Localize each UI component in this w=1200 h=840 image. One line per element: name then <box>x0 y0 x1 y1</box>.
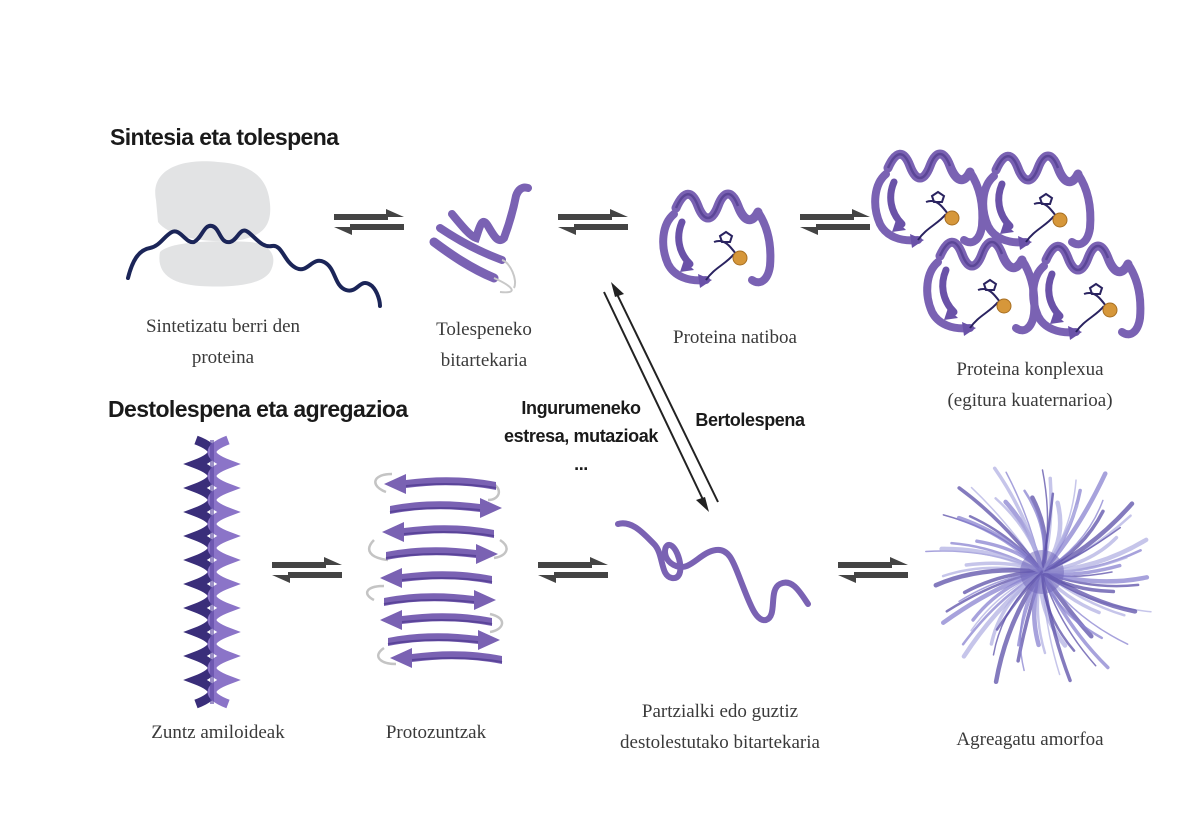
amyloid-fibres-label: Zuntz amiloideak <box>151 722 285 743</box>
unfolded-intermediate-shape <box>615 520 811 624</box>
refolding-label: Bertolespena <box>695 410 805 430</box>
unfolded-intermediate-label: Partzialki edo guztiz destolestutako bit… <box>620 701 820 753</box>
equilibrium-arrow <box>800 209 870 235</box>
folding-intermediate-shape <box>429 183 532 294</box>
unfolding-heading: Destolespena eta agregazioa <box>108 396 408 422</box>
stress-label: Ingurumeneko estresa, mutazioak ... <box>504 398 658 474</box>
folding-intermediate-label: Tolespeneko bitartekaria <box>436 319 532 371</box>
newly-synthesized-label: Sintetizatu berri den proteina <box>145 316 301 368</box>
protofibrils-shape <box>365 472 508 669</box>
ribosome-with-nascent-chain <box>126 161 382 308</box>
protein-complex-shape <box>875 154 1140 340</box>
equilibrium-arrow <box>334 209 404 235</box>
equilibrium-arrow <box>838 557 908 583</box>
native-protein-shape <box>663 194 770 288</box>
protofibrils-label: Protozuntzak <box>385 722 487 743</box>
equilibrium-arrow <box>538 557 608 583</box>
synthesis-heading: Sintesia eta tolespena <box>110 124 339 150</box>
equilibrium-arrow <box>272 557 342 583</box>
amorphous-aggregate-label: Agreagatu amorfoa <box>956 729 1104 750</box>
amorphous-aggregate-shape <box>925 466 1152 685</box>
protein-complex-label: Proteina konplexua (egitura kuaternarioa… <box>947 359 1113 411</box>
equilibrium-arrow <box>558 209 628 235</box>
amyloid-fibre-shape <box>183 435 241 709</box>
native-protein-label: Proteina natiboa <box>673 327 797 348</box>
stress-refolding-arrows <box>603 282 719 512</box>
